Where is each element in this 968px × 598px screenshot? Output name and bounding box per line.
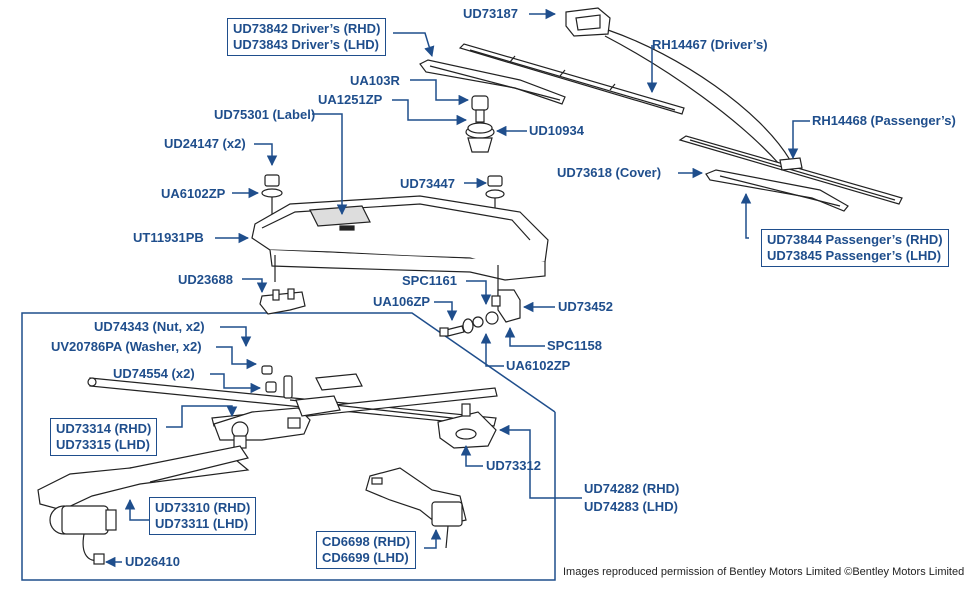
plenum-cover-drawing — [251, 195, 549, 281]
label-ud73845: UD73845 Passenger’s (LHD) — [767, 248, 942, 263]
label-ud73315: UD73315 (LHD) — [56, 437, 150, 452]
label-ud74554: UD74554 (x2) — [113, 366, 195, 381]
label-rh14467: RH14467 (Driver’s) — [652, 37, 768, 52]
arrow-ua103r — [410, 79, 470, 106]
label-ud74282: UD74282 (RHD) — [584, 481, 680, 496]
label-ua106zp: UA106ZP — [373, 294, 431, 309]
label-ua1251zp: UA1251ZP — [318, 92, 383, 107]
label-ud26410: UD26410 — [125, 554, 180, 569]
arrow-spc1158 — [504, 326, 545, 347]
arrow-ua1251zp — [392, 99, 468, 126]
label-ud74343: UD74343 (Nut, x2) — [94, 319, 205, 334]
washer-hose-drawing — [607, 29, 791, 161]
label-ud73311: UD73311 (LHD) — [155, 516, 249, 531]
arrow-rh14468 — [787, 120, 810, 160]
arrow-ud74282 — [498, 424, 582, 499]
label-ud73314: UD73314 (RHD) — [56, 421, 152, 436]
arrow-ud73314 — [166, 405, 238, 428]
driver-wiper-arm-drawing — [419, 59, 566, 105]
label-ud73843: UD73843 Driver’s (LHD) — [233, 37, 379, 52]
label-ud75301: UD75301 (Label) — [214, 107, 316, 122]
label-ud73452: UD73452 — [558, 299, 613, 314]
callout-pivot-left: UD73314 (RHD) UD73315 (LHD) — [50, 418, 158, 456]
label-ud10934: UD10934 — [529, 123, 584, 138]
arrow-ud75301 — [312, 113, 348, 216]
bracket-ud23688-drawing — [259, 255, 306, 315]
passenger-wiper-blade-drawing — [678, 135, 903, 205]
label-ua103r: UA103R — [350, 73, 400, 88]
bracket-ud73452-drawing — [439, 265, 521, 337]
wiring-harness-drawing — [365, 467, 467, 549]
arrow-ua6102zp-bottom — [480, 332, 504, 367]
nut-washer-left-drawing — [261, 174, 283, 218]
label-ud73844: UD73844 Passenger’s (RHD) — [767, 232, 943, 247]
arrow-ud24147 — [254, 143, 278, 167]
arrow-ud73312 — [460, 444, 483, 467]
pivot-bracket-ud73314-drawing — [213, 365, 363, 449]
label-ud73310: UD73310 (RHD) — [155, 500, 251, 515]
passenger-wiper-arm-drawing — [705, 169, 849, 212]
driver-wiper-blade-drawing — [458, 43, 685, 115]
arrow-ud73844 — [740, 192, 752, 239]
label-spc1158: SPC1158 — [547, 338, 602, 353]
label-ud24147: UD24147 (x2) — [164, 136, 246, 151]
arrow-ud74343 — [220, 326, 252, 348]
spindle-stack-drawing — [465, 95, 505, 218]
copyright-credit: Images reproduced permission of Bentley … — [563, 566, 965, 578]
arrow-cd6698 — [424, 528, 442, 549]
callout-motor: UD73310 (RHD) UD73311 (LHD) — [149, 497, 257, 535]
label-ua6102zp-top: UA6102ZP — [161, 186, 226, 201]
label-ua6102zp-bottom: UA6102ZP — [506, 358, 571, 373]
arrow-uv20786pa — [216, 346, 258, 370]
callout-driver-arm: UD73842 Driver’s (RHD) UD73843 Driver’s … — [227, 18, 387, 56]
label-ut11931pb: UT11931PB — [133, 230, 204, 245]
callout-passenger-arm: UD73844 Passenger’s (RHD) UD73845 Passen… — [761, 229, 949, 267]
label-cd6699: CD6699 (LHD) — [322, 550, 409, 565]
callout-harness: CD6698 (RHD) CD6699 (LHD) — [316, 531, 417, 569]
cover-part-drawing — [565, 7, 611, 37]
label-ud73618: UD73618 (Cover) — [557, 165, 662, 180]
label-spc1161: SPC1161 — [402, 273, 457, 288]
arrow-spc1161 — [466, 280, 492, 306]
wiper-motor-drawing — [37, 445, 250, 565]
arrow-ua106zp — [434, 301, 458, 322]
label-ud73312: UD73312 — [486, 458, 541, 473]
label-uv20786pa: UV20786PA (Washer, x2) — [51, 339, 202, 354]
label-ud74283: UD74283 (LHD) — [584, 499, 678, 514]
label-ud73842: UD73842 Driver’s (RHD) — [233, 21, 381, 36]
arrow-ud73842 — [393, 32, 435, 58]
arrow-ud74554 — [210, 373, 262, 394]
linkage-assembly-outline — [21, 312, 556, 581]
arrow-ud73310 — [124, 498, 152, 521]
label-ud73187: UD73187 — [463, 6, 518, 21]
label-ud23688: UD23688 — [178, 272, 233, 287]
label-cd6698: CD6698 (RHD) — [322, 534, 411, 549]
pivot-bracket-ud73312-drawing — [437, 403, 497, 449]
arrow-ud23688 — [242, 278, 268, 294]
label-ud73447: UD73447 — [400, 176, 455, 191]
label-rh14468: RH14468 (Passenger’s) — [812, 113, 956, 128]
